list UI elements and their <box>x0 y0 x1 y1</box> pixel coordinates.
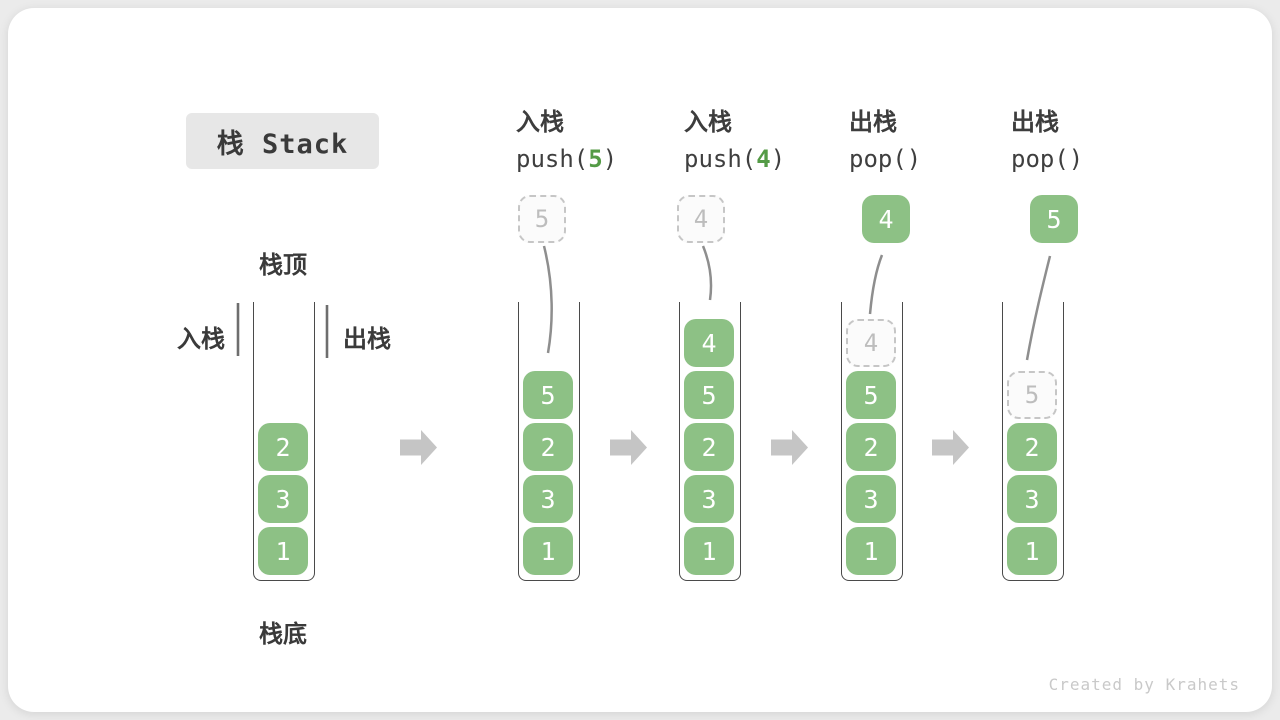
stack-item: 1 <box>523 527 573 575</box>
stack-container-after-push-4 <box>679 302 741 581</box>
stack-item: 3 <box>846 475 896 523</box>
pop-5-arrow-icon <box>1025 255 1052 361</box>
pop-side-label: 出栈 <box>343 325 391 353</box>
stack-item: 3 <box>684 475 734 523</box>
stack-container-after-pop-returns-5 <box>1002 302 1064 581</box>
op-code: push(4) <box>684 145 786 173</box>
stack-container-initial-stack <box>253 302 315 581</box>
op-header-pop-1: 出栈 pop() <box>849 104 921 178</box>
stack-top-label: 栈顶 <box>259 251 307 279</box>
stack-item-ghost: 5 <box>1007 371 1057 419</box>
flow-arrow-icon <box>932 430 969 465</box>
watermark: Created by Krahets <box>1048 675 1240 694</box>
push-side-label: 入栈 <box>177 325 225 353</box>
stack-item: 5 <box>684 371 734 419</box>
floating-item-ghost: 5 <box>518 195 566 243</box>
op-arg: 5 <box>588 145 603 173</box>
stack-item: 2 <box>258 423 308 471</box>
op-code: pop() <box>1011 145 1084 173</box>
flow-arrow-icon <box>771 430 808 465</box>
stack-item: 1 <box>1007 527 1057 575</box>
op-arg: 4 <box>756 145 771 173</box>
op-label: 出栈 <box>1011 108 1059 136</box>
stack-item: 1 <box>846 527 896 575</box>
floating-item-ghost: 4 <box>677 195 725 243</box>
stack-bottom-label: 栈底 <box>259 620 307 648</box>
floating-item: 5 <box>1030 195 1078 243</box>
floating-item: 4 <box>862 195 910 243</box>
push-4-arrow-icon <box>701 245 713 301</box>
diagram-title-text: 栈 Stack <box>216 128 349 160</box>
stack-item: 2 <box>846 423 896 471</box>
stack-item: 4 <box>684 319 734 367</box>
op-header-push-4: 入栈 push(4) <box>684 104 785 178</box>
op-label: 出栈 <box>849 108 897 136</box>
op-label: 入栈 <box>516 108 564 136</box>
pop-4-arrow-icon <box>868 254 884 315</box>
op-header-push-5: 入栈 push(5) <box>516 104 617 178</box>
stack-container-after-push-5 <box>518 302 580 581</box>
stack-item: 2 <box>523 423 573 471</box>
stack-item: 5 <box>523 371 573 419</box>
op-code: push(5) <box>516 145 618 173</box>
stack-item: 3 <box>1007 475 1057 523</box>
flow-arrow-icon <box>610 430 647 465</box>
stack-item: 2 <box>1007 423 1057 471</box>
stack-item: 3 <box>523 475 573 523</box>
op-code: pop() <box>849 145 922 173</box>
stack-item: 1 <box>684 527 734 575</box>
flow-arrow-icon <box>400 430 437 465</box>
stack-item-ghost: 4 <box>846 319 896 367</box>
op-label: 入栈 <box>684 108 732 136</box>
stack-item: 5 <box>846 371 896 419</box>
stack-item: 1 <box>258 527 308 575</box>
diagram-title: 栈 Stack <box>186 113 379 169</box>
stack-item: 2 <box>684 423 734 471</box>
op-header-pop-2: 出栈 pop() <box>1011 104 1083 178</box>
stack-item: 3 <box>258 475 308 523</box>
push-5-arrow-icon <box>542 245 553 354</box>
stack-container-after-pop-returns-4 <box>841 302 903 581</box>
